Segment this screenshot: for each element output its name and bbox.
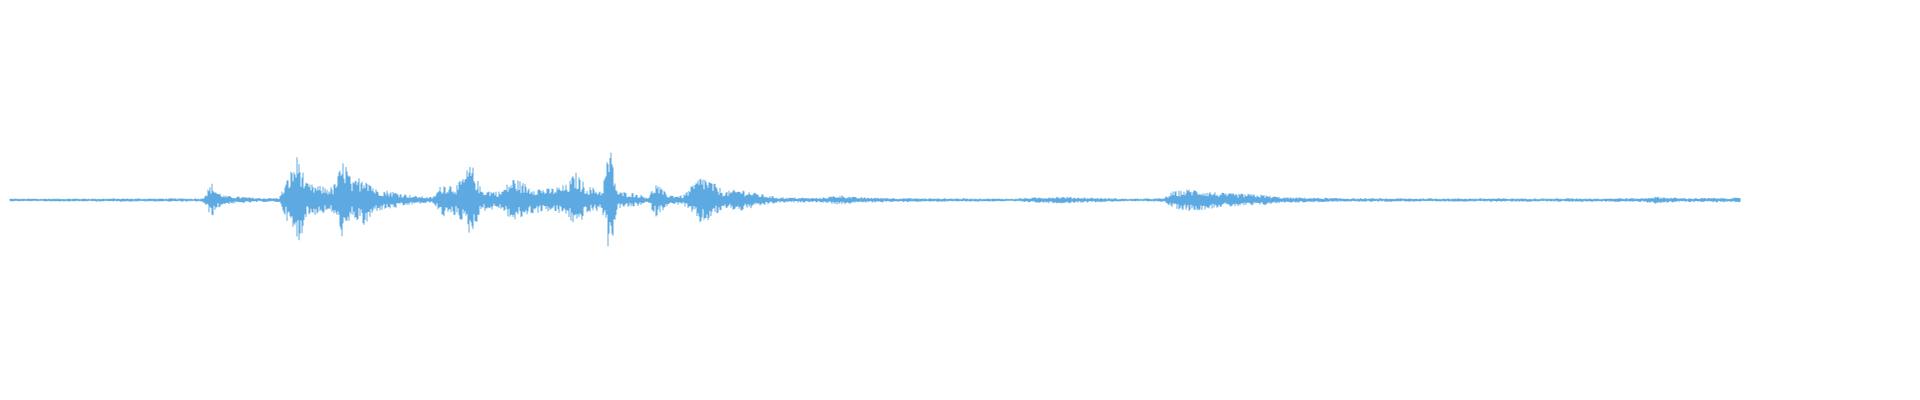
waveform-bars [9,152,1741,247]
